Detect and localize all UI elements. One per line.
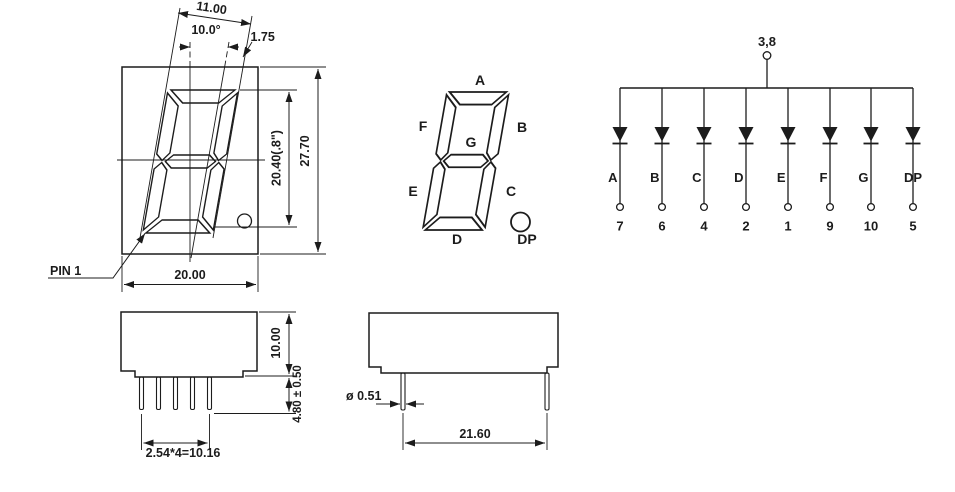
package-side-outline bbox=[368, 312, 559, 374]
circuit-branch-g: G 10 bbox=[858, 88, 879, 234]
lead-pin bbox=[172, 376, 179, 411]
circuit-branch-c: C 4 bbox=[692, 88, 712, 234]
branch-pin-number: 1 bbox=[784, 219, 791, 234]
common-pin-label: 3,8 bbox=[758, 34, 776, 49]
dim-lead-length-label: 4.80 ± 0.50 bbox=[292, 365, 304, 422]
branch-segment-label: D bbox=[734, 170, 743, 185]
segment-digit-outline bbox=[421, 91, 510, 231]
diode-icon bbox=[738, 127, 754, 142]
diode-icon bbox=[822, 127, 838, 142]
branch-segment-label: A bbox=[608, 170, 618, 185]
circuit-branch-a: A 7 bbox=[608, 88, 628, 234]
pin-circuit: 3,8 A 7 B 6 C 4 bbox=[608, 34, 922, 234]
dim-body-width-label: 20.00 bbox=[174, 268, 205, 282]
dim-digit-height-label: 20.40(.8") bbox=[270, 130, 284, 186]
circuit-branch-dp: DP 5 bbox=[904, 88, 922, 234]
branch-pin-number: 7 bbox=[616, 219, 623, 234]
pin-terminal bbox=[657, 202, 667, 212]
diode-icon bbox=[696, 127, 712, 142]
dim-lead-length: 4.80 ± 0.50 bbox=[214, 365, 304, 423]
pin-terminal bbox=[615, 202, 625, 212]
pin-terminal bbox=[908, 202, 918, 212]
package-side-outline bbox=[120, 311, 258, 378]
diode-icon bbox=[863, 127, 879, 142]
dim-body-width: 20.00 bbox=[121, 256, 259, 292]
dim-segment-offset: 1.75 bbox=[242, 30, 275, 58]
branch-segment-label: G bbox=[858, 170, 868, 185]
dim-segment-offset-label: 1.75 bbox=[251, 30, 275, 44]
branch-segment-label: F bbox=[820, 170, 828, 185]
side-view-side: ø 0.51 21.60 bbox=[346, 312, 559, 450]
branch-pin-number: 2 bbox=[742, 219, 749, 234]
pin-terminal bbox=[866, 202, 876, 212]
segment-diagram: A F B G E C D DP bbox=[408, 72, 536, 247]
lead-pin bbox=[155, 376, 162, 411]
branch-segment-label: E bbox=[777, 170, 786, 185]
dim-body-height-label: 27.70 bbox=[298, 135, 312, 166]
dim-lead-pitch-label: 2.54*4=10.16 bbox=[146, 446, 221, 460]
dim-digit-width-label: 11.00 bbox=[195, 0, 227, 17]
segment-label-e: E bbox=[408, 183, 417, 199]
branch-segment-label: B bbox=[650, 170, 659, 185]
dim-body-depth-label: 10.00 bbox=[269, 327, 283, 358]
dim-lead-span: 21.60 bbox=[402, 413, 548, 450]
dim-slant-angle-label: 10.0° bbox=[191, 23, 220, 37]
circuit-branch-b: B 6 bbox=[650, 88, 670, 234]
dim-lead-span-label: 21.60 bbox=[459, 427, 490, 441]
lead-pin bbox=[206, 376, 213, 411]
branch-pin-number: 5 bbox=[909, 219, 916, 234]
branch-segment-label: DP bbox=[904, 170, 922, 185]
pin1-callout: PIN 1 bbox=[48, 233, 146, 279]
segment-label-dp: DP bbox=[517, 231, 536, 247]
segment-label-b: B bbox=[517, 119, 527, 135]
dim-lead-pitch: 2.54*4=10.16 bbox=[141, 414, 221, 460]
pin-terminal bbox=[783, 202, 793, 212]
pin1-label: PIN 1 bbox=[50, 264, 81, 278]
pin-terminal bbox=[699, 202, 709, 212]
dim-digit-height: 20.40(.8") bbox=[214, 89, 297, 228]
decimal-point-outline bbox=[510, 211, 531, 233]
front-view: 11.00 10.0° 1.75 20.40(.8") 27.70 bbox=[48, 0, 326, 292]
lead-pin bbox=[400, 372, 406, 411]
branch-pin-number: 4 bbox=[700, 219, 708, 234]
dim-slant-angle: 10.0° bbox=[179, 23, 239, 51]
circuit-branch-d: D 2 bbox=[734, 88, 754, 234]
dim-lead-diameter-label: ø 0.51 bbox=[346, 389, 381, 403]
segment-label-d: D bbox=[452, 231, 462, 247]
slant-centerline-dashed bbox=[224, 41, 230, 67]
decimal-point-outline bbox=[236, 213, 253, 229]
pin-terminal bbox=[741, 202, 751, 212]
lead-pin bbox=[138, 376, 145, 411]
segment-label-a: A bbox=[475, 72, 485, 88]
branch-pin-number: 6 bbox=[658, 219, 665, 234]
segment-label-c: C bbox=[506, 183, 516, 199]
common-pin-terminal bbox=[762, 51, 772, 60]
segment-label-f: F bbox=[419, 118, 428, 134]
diode-icon bbox=[780, 127, 796, 142]
branch-pin-number: 9 bbox=[826, 219, 833, 234]
pin-terminal bbox=[825, 202, 835, 212]
segment-label-g: G bbox=[466, 134, 477, 150]
branch-segment-label: C bbox=[692, 170, 702, 185]
circuit-branch-f: F 9 bbox=[820, 88, 838, 234]
diode-icon bbox=[905, 127, 921, 142]
dim-lead-diameter: ø 0.51 bbox=[346, 389, 424, 408]
lead-pin bbox=[189, 376, 196, 411]
branch-pin-number: 10 bbox=[864, 219, 878, 234]
side-view-front: 10.00 4.80 ± 0.50 2.54*4=10.16 bbox=[120, 311, 304, 460]
slant-centerline bbox=[190, 65, 226, 259]
dim-body-height: 27.70 bbox=[260, 66, 326, 255]
lead-pin bbox=[544, 372, 550, 411]
circuit-branch-e: E 1 bbox=[777, 88, 796, 234]
diode-icon bbox=[612, 127, 628, 142]
diode-icon bbox=[654, 127, 670, 142]
dim-body-depth: 10.00 bbox=[245, 311, 296, 377]
